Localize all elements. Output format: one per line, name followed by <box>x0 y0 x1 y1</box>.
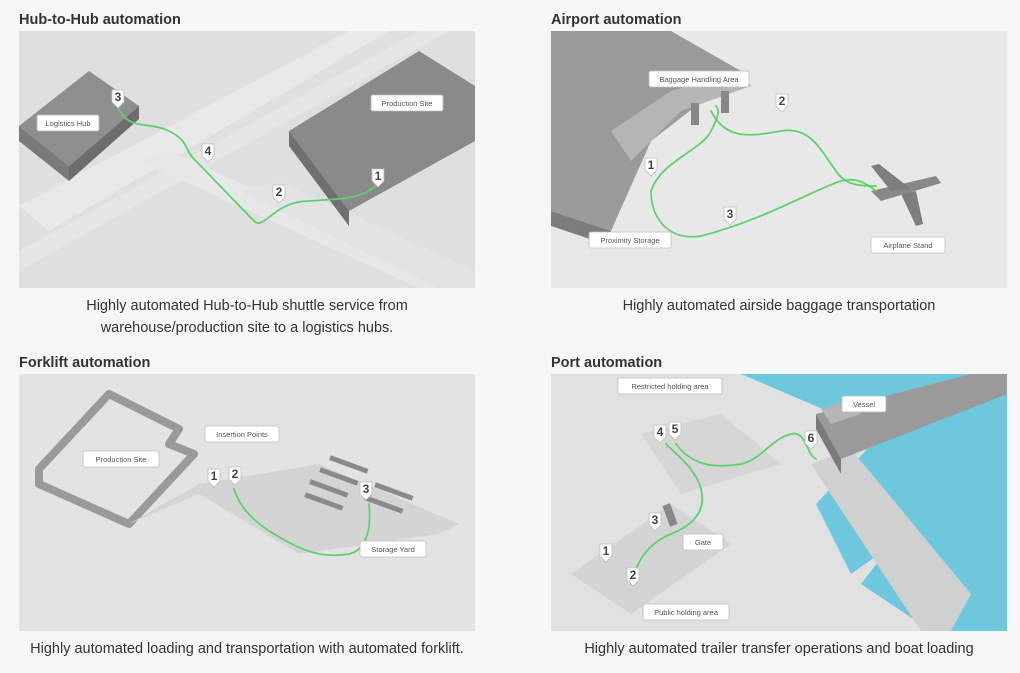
card-title: Port automation <box>551 355 663 371</box>
svg-text:3: 3 <box>727 207 734 221</box>
hub-to-hub-illustration: Logistics Hub Production Site 1 2 3 4 <box>19 31 475 288</box>
marker-2: 2 <box>626 567 640 587</box>
svg-text:Logistics Hub: Logistics Hub <box>45 119 90 128</box>
label-airplane-stand: Airplane Stand <box>870 236 946 254</box>
svg-text:1: 1 <box>648 158 655 172</box>
marker-5: 5 <box>668 421 682 441</box>
svg-text:2: 2 <box>630 568 637 582</box>
airplane-icon <box>871 164 941 226</box>
svg-text:3: 3 <box>363 482 370 496</box>
card-forklift: Forklift automation Production Site <box>19 355 475 665</box>
svg-text:6: 6 <box>808 431 815 445</box>
marker-2: 2 <box>775 93 789 113</box>
svg-text:1: 1 <box>375 169 382 183</box>
card-title: Hub-to-Hub automation <box>19 12 181 28</box>
caption-line: Highly automated airside baggage transpo… <box>622 298 936 314</box>
label-proximity-storage: Proximity Storage <box>588 231 672 249</box>
svg-text:Proximity Storage: Proximity Storage <box>600 236 659 245</box>
marker-2: 2 <box>228 466 242 486</box>
svg-text:Airplane Stand: Airplane Stand <box>883 241 932 250</box>
label-production-site: Production Site <box>370 94 444 112</box>
marker-1: 1 <box>599 543 613 563</box>
caption-line: Highly automated Hub-to-Hub shuttle serv… <box>86 298 408 314</box>
label-restricted-holding-area: Restricted holding area <box>617 377 723 395</box>
svg-text:Production Site: Production Site <box>382 99 433 108</box>
card-caption: Highly automated trailer transfer operat… <box>551 638 1007 660</box>
marker-3: 3 <box>723 206 737 226</box>
card-airport: Airport automation Baggage Handling Area <box>551 12 1007 332</box>
label-public-holding-area: Public holding area <box>642 603 730 621</box>
svg-text:Vessel: Vessel <box>853 400 875 409</box>
label-baggage-handling-area: Baggage Handling Area <box>648 70 750 88</box>
marker-1: 1 <box>207 468 221 488</box>
marker-4: 4 <box>653 424 667 444</box>
svg-text:2: 2 <box>276 185 283 199</box>
svg-text:2: 2 <box>232 467 239 481</box>
svg-text:Gate: Gate <box>695 538 711 547</box>
label-storage-yard: Storage Yard <box>359 540 427 558</box>
card-caption: Highly automated loading and transportat… <box>19 638 475 660</box>
marker-3: 3 <box>359 481 373 501</box>
svg-text:Insertion Points: Insertion Points <box>216 430 268 439</box>
svg-text:Production Site: Production Site <box>96 455 147 464</box>
airport-illustration: Baggage Handling Area Proximity Storage … <box>551 31 1007 288</box>
svg-text:Public holding area: Public holding area <box>654 608 719 617</box>
svg-text:Storage Yard: Storage Yard <box>371 545 415 554</box>
label-logistics-hub: Logistics Hub <box>36 114 100 132</box>
svg-text:3: 3 <box>115 90 122 104</box>
marker-3: 3 <box>111 89 125 109</box>
label-insertion-points: Insertion Points <box>204 425 280 443</box>
svg-text:2: 2 <box>779 94 786 108</box>
marker-2: 2 <box>272 184 286 204</box>
svg-text:4: 4 <box>657 425 664 439</box>
marker-1: 1 <box>371 168 385 188</box>
marker-4: 4 <box>201 143 215 163</box>
svg-text:3: 3 <box>652 513 659 527</box>
card-caption: Highly automated airside baggage transpo… <box>551 295 1007 317</box>
svg-text:4: 4 <box>205 144 212 158</box>
label-gate: Gate <box>682 533 724 551</box>
card-title: Forklift automation <box>19 355 151 371</box>
label-vessel: Vessel <box>841 395 887 413</box>
card-title: Airport automation <box>551 12 682 28</box>
card-port: Port automation Restricted holding a <box>551 355 1007 665</box>
caption-line: Highly automated loading and transportat… <box>30 641 464 657</box>
marker-6: 6 <box>804 430 818 450</box>
card-caption: Highly automated Hub-to-Hub shuttle serv… <box>19 295 475 339</box>
card-hub-to-hub: Hub-to-Hub automation Logistics Hub Pro <box>19 12 475 336</box>
forklift-illustration: Production Site Insertion Points Storage… <box>19 374 475 631</box>
caption-line: Highly automated trailer transfer operat… <box>584 641 974 657</box>
marker-3: 3 <box>648 512 662 532</box>
port-illustration: Restricted holding area Vessel Gate Publ… <box>551 374 1007 631</box>
svg-text:Restricted holding area: Restricted holding area <box>631 382 709 391</box>
svg-text:5: 5 <box>672 422 679 436</box>
svg-text:Baggage Handling Area: Baggage Handling Area <box>659 75 739 84</box>
label-production-site: Production Site <box>82 450 160 468</box>
svg-text:1: 1 <box>603 544 610 558</box>
marker-1: 1 <box>644 157 658 177</box>
svg-text:1: 1 <box>211 469 218 483</box>
caption-line: warehouse/production site to a logistics… <box>100 320 394 336</box>
